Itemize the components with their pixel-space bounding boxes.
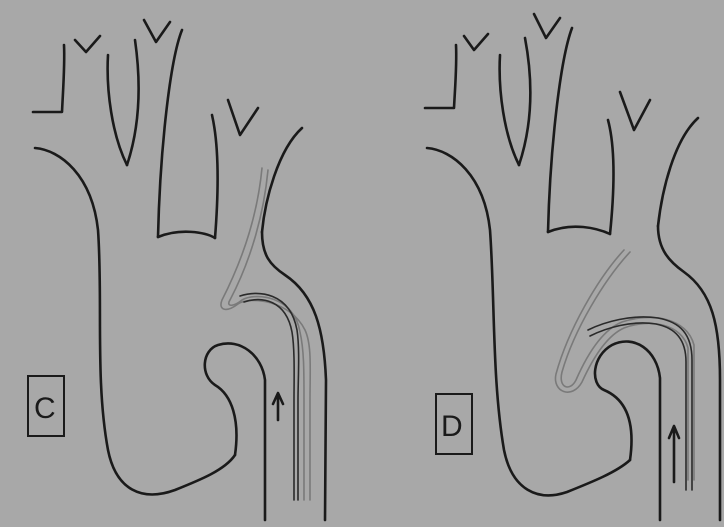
panel-c-subclavian-right	[262, 128, 302, 232]
panel-c-subclavian-fork	[228, 100, 258, 135]
panel-d-branch-1	[425, 45, 456, 108]
panel-d-catheter-tip-inner	[555, 250, 688, 480]
panel-d-flow-arrow	[669, 426, 679, 482]
panel-d-inner-curve	[548, 227, 610, 234]
panel-c-catheter-wire-2	[244, 300, 294, 500]
panel-c-branch-1-inner	[108, 55, 127, 165]
panel-d-catheter-wire-2	[590, 323, 686, 490]
panel-c-subclavian-left	[212, 115, 218, 238]
panel-d-subclavian-left	[608, 120, 614, 234]
panel-d-subclavian-right	[658, 118, 698, 226]
panel-d-descending-inner	[595, 341, 660, 520]
panel-c-branch-1	[33, 45, 64, 112]
panel-d: D	[425, 14, 720, 520]
panel-d-subclavian-fork	[620, 92, 650, 130]
panel-d-branch-1-inner	[500, 55, 519, 165]
panel-c: C	[28, 20, 326, 520]
panel-c-branch-2-left	[127, 40, 139, 165]
panel-c-label: C	[34, 392, 56, 425]
panel-c-branch-2-right	[158, 30, 182, 237]
panel-d-descending-outer	[658, 226, 720, 520]
panel-c-branch-1-fork	[75, 36, 100, 52]
panel-d-branch-2-right	[548, 28, 572, 232]
panel-d-catheter-wire	[588, 317, 692, 490]
panel-c-inner-curve	[158, 232, 215, 238]
panel-d-branch-2-left	[519, 38, 530, 165]
panel-d-branch-2-fork	[534, 14, 560, 38]
panel-c-flow-arrow	[273, 393, 283, 420]
panel-d-label: D	[441, 410, 463, 443]
panel-d-aorta-left-wall	[427, 148, 630, 495]
panel-c-descending-inner	[205, 343, 265, 520]
panel-c-branch-2-fork	[144, 20, 170, 42]
panel-d-branch-1-fork	[464, 34, 488, 50]
panel-c-aorta-left-wall	[35, 148, 235, 494]
